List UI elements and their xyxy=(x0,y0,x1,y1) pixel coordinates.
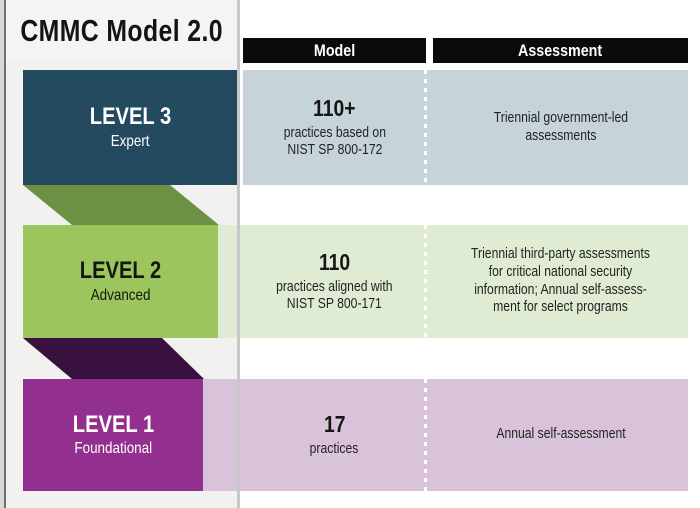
level-1-model-cell: 17 practices xyxy=(243,379,426,491)
level-2-box: LEVEL 2 Advanced xyxy=(23,225,218,338)
column-header-model: Model xyxy=(243,38,426,63)
level-2-row-band xyxy=(218,225,688,338)
level-1-tier-label: Foundational xyxy=(74,440,152,458)
level-1-box: LEVEL 1 Foundational xyxy=(23,379,203,491)
level-3-practice-count: 110+ xyxy=(313,95,356,122)
level-1-row-band xyxy=(203,379,688,491)
level-1-model-description: practices xyxy=(310,440,359,457)
column-header-assessment-label: Assessment xyxy=(518,40,603,60)
column-divider-dashed-level-1 xyxy=(424,379,427,491)
level-3-model-cell: 110+ practices based on NIST SP 800-172 xyxy=(243,70,426,185)
level-1-assessment-text: Annual self-assessment xyxy=(495,426,626,443)
level-2-tier-label: Advanced xyxy=(90,286,151,304)
level-2-assessment-text: Triennial third-party assessments for cr… xyxy=(471,246,650,316)
level-2-assessment-cell: Triennial third-party assessments for cr… xyxy=(433,225,688,338)
level-2-model-cell: 110 practices aligned with NIST SP 800-1… xyxy=(243,225,426,338)
title-card: CMMC Model 2.0 xyxy=(6,0,237,62)
level-3-row-band xyxy=(243,70,688,185)
level-2-practice-count: 110 xyxy=(318,249,351,276)
level-3-assessment-text: Triennial government-led assessments xyxy=(493,109,628,144)
level-1-assessment-cell: Annual self-assessment xyxy=(433,379,688,491)
level-3-tier-label: Expert xyxy=(110,132,150,150)
level-3-box: LEVEL 3 Expert xyxy=(23,70,237,185)
page-title: CMMC Model 2.0 xyxy=(20,13,223,48)
level-3-assessment-cell: Triennial government-led assessments xyxy=(433,70,688,185)
column-header-model-label: Model xyxy=(313,40,356,60)
level-2-model-description: practices aligned with NIST SP 800-171 xyxy=(276,278,393,313)
level-1-practice-count: 17 xyxy=(323,411,346,438)
panel-edge-line xyxy=(237,0,240,508)
column-header-assessment: Assessment xyxy=(433,38,688,63)
level-3-model-description: practices based on NIST SP 800-172 xyxy=(283,124,386,159)
column-divider-dashed-level-3 xyxy=(424,70,427,185)
column-divider-dashed-level-2 xyxy=(424,225,427,338)
left-margin-strip xyxy=(0,0,4,508)
left-border-line xyxy=(4,0,6,508)
level-2-label: LEVEL 2 xyxy=(79,257,162,285)
level-3-label: LEVEL 3 xyxy=(89,103,171,131)
level-1-label: LEVEL 1 xyxy=(72,410,154,438)
